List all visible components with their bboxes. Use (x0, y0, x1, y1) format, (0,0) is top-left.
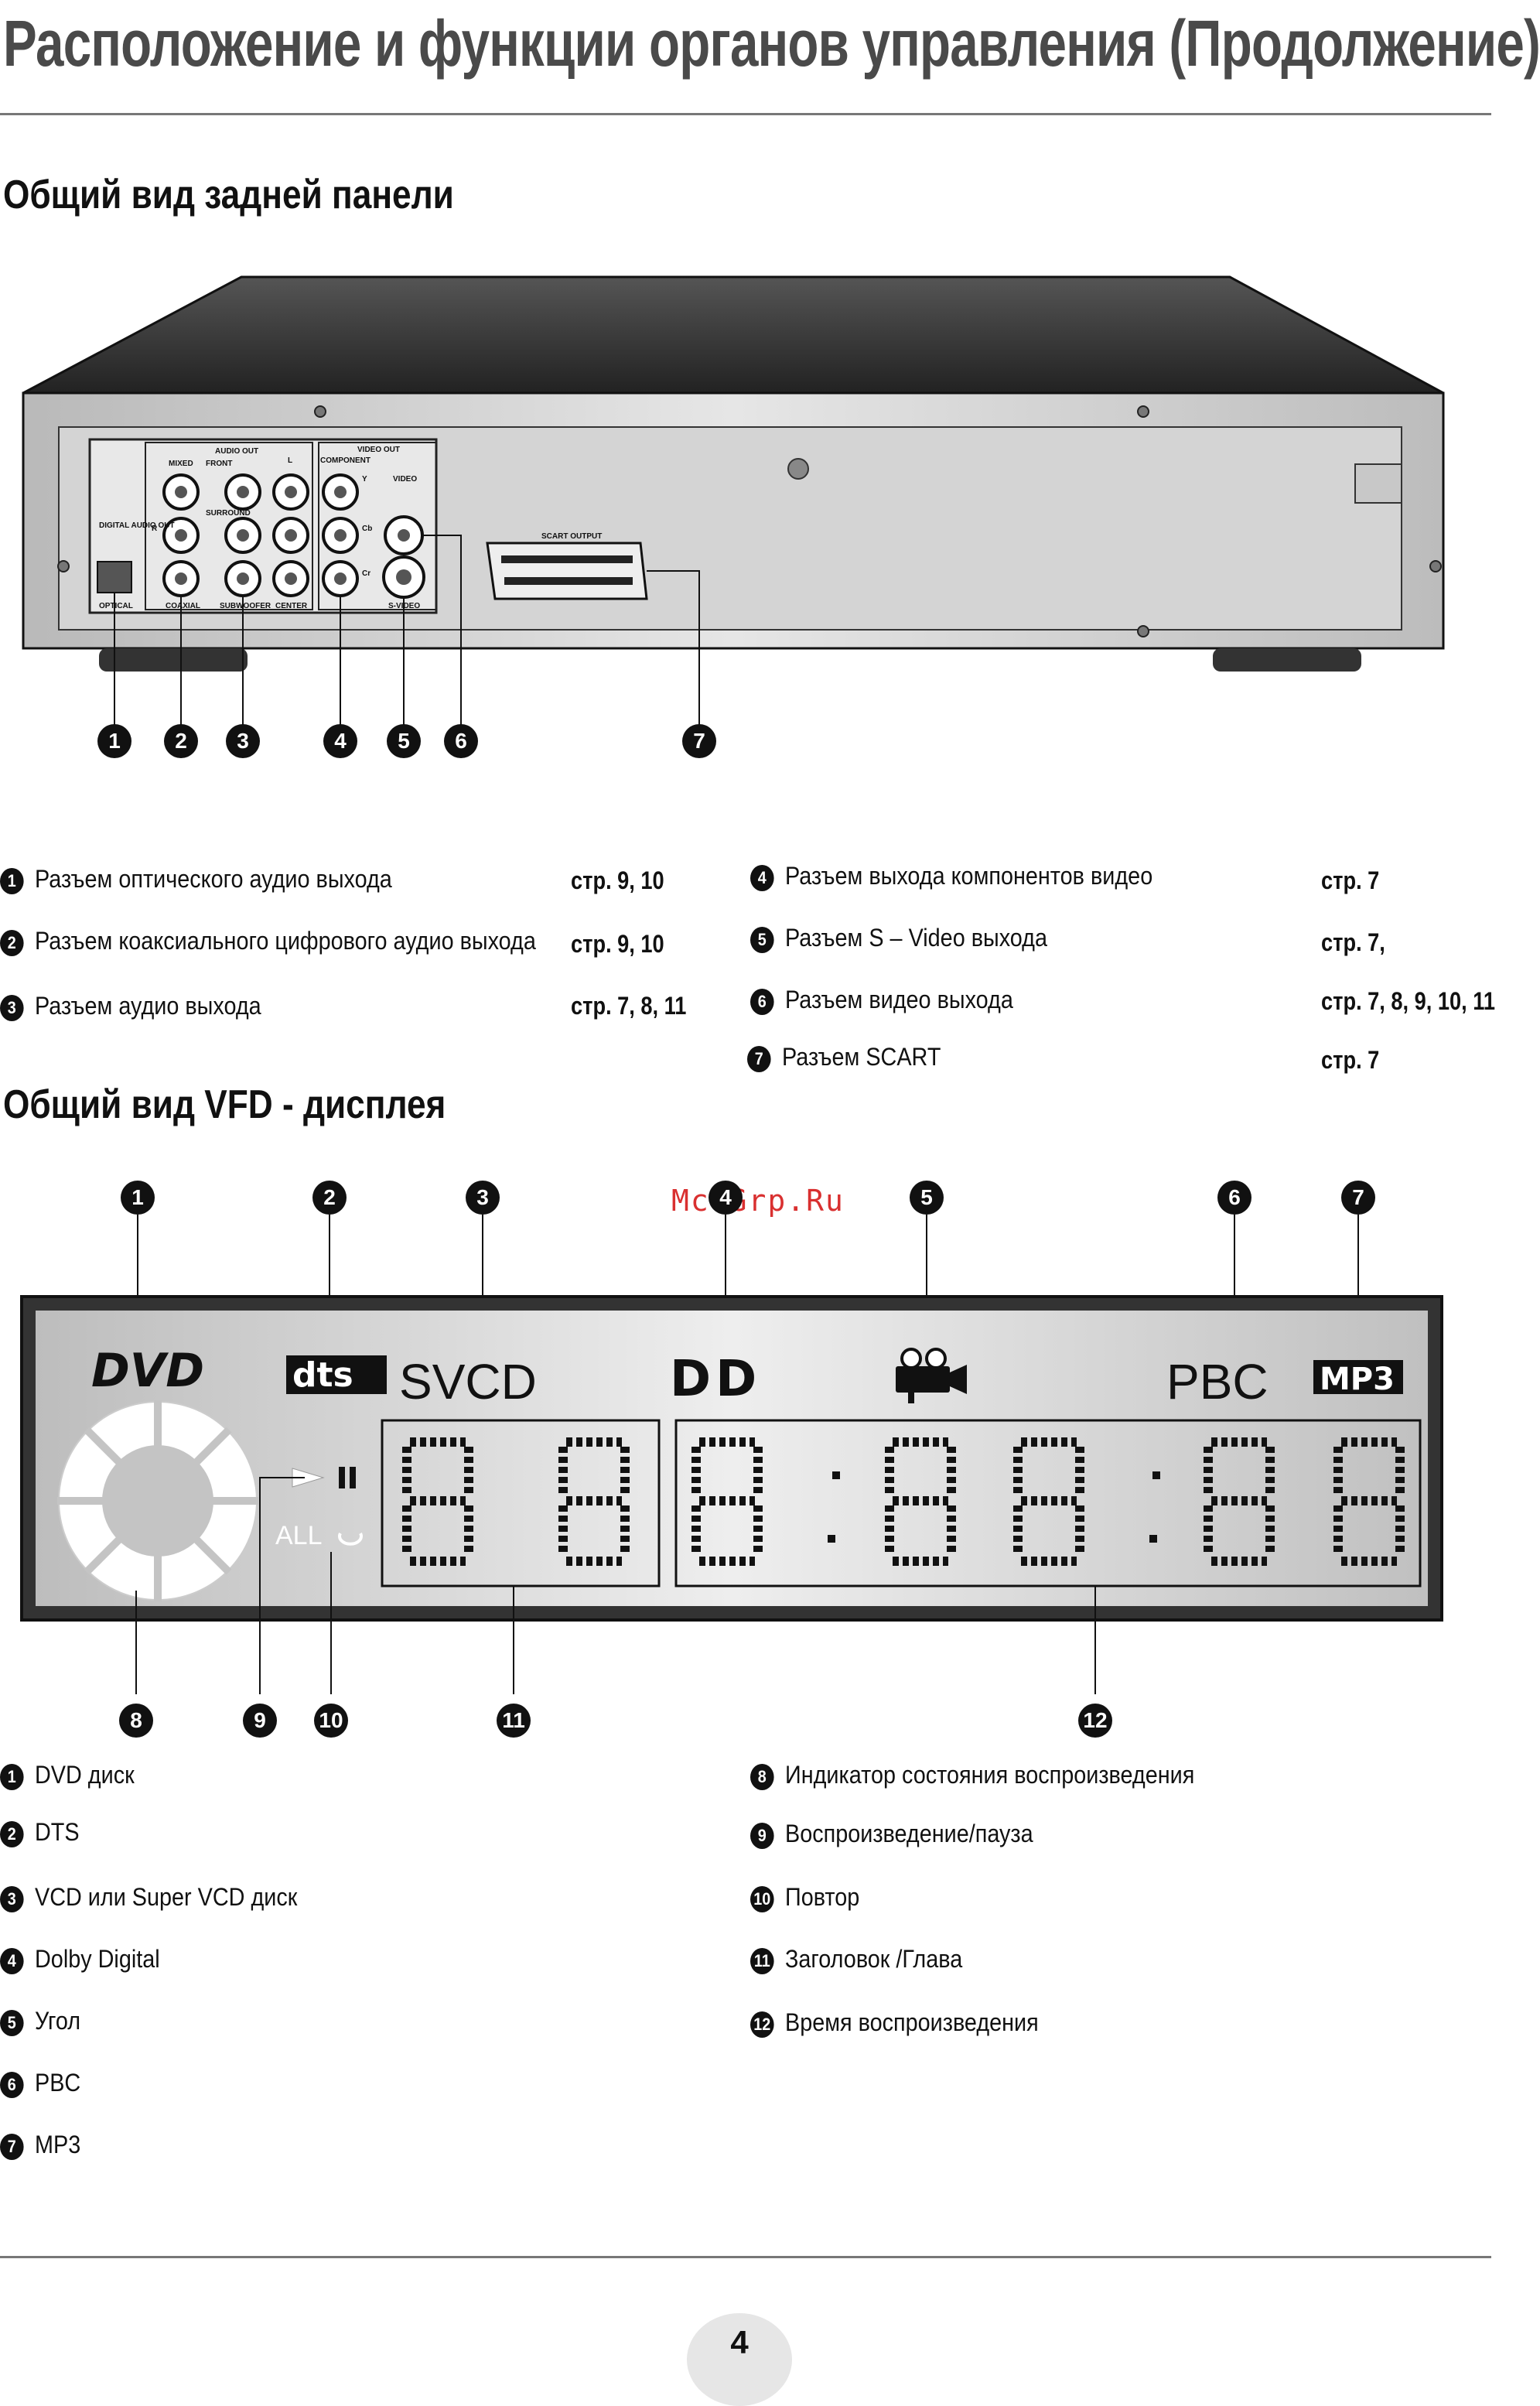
label-component: COMPONENT (320, 456, 370, 465)
vfd-callout-6: 6 (1217, 1181, 1251, 1215)
rear-callout-6: 6 (444, 724, 478, 758)
label-coaxial: COAXIAL (166, 602, 200, 610)
rear-callout-7: 7 (682, 724, 716, 758)
rear-panel-heading: Общий вид задней панели (3, 173, 454, 217)
label-y: Y (362, 475, 367, 484)
vfd-callout-5: 5 (910, 1181, 944, 1215)
dolby-indicator: DD (670, 1351, 761, 1408)
label-digital-audio-out: DIGITAL AUDIO OUT (99, 521, 175, 530)
label-video-out: VIDEO OUT (357, 446, 400, 454)
all-repeat-indicator: ALL (275, 1521, 323, 1550)
label-l: L (288, 456, 292, 465)
label-r: R (152, 525, 158, 533)
vfd-callout-1: 1 (121, 1181, 155, 1215)
rear-callout-5: 5 (387, 724, 421, 758)
rear-callout-3: 3 (226, 724, 260, 758)
label-front: FRONT (206, 460, 232, 468)
label-center: CENTER (275, 602, 308, 610)
mp3-indicator: MP3 (1320, 1362, 1395, 1397)
label-audio-out: AUDIO OUT (215, 447, 258, 456)
page-number: 4 (730, 2324, 749, 2360)
rear-item-3-page: стр. 7, 8, 11 (571, 992, 687, 1020)
rear-callout-2: 2 (164, 724, 198, 758)
bottom-rule (0, 2256, 1491, 2258)
label-scart-output: SCART OUTPUT (541, 532, 602, 541)
vfd-display-illustration: DVD dts SVCD DD PBC MP3 ALL (20, 1215, 1443, 1694)
label-subwoofer: SUBWOOFER (220, 602, 271, 610)
label-cr: Cr (362, 569, 370, 578)
rear-callout-1: 1 (97, 724, 131, 758)
svcd-indicator: SVCD (399, 1354, 537, 1410)
vfd-callout-4: 4 (709, 1181, 743, 1215)
pbc-indicator: PBC (1166, 1354, 1269, 1410)
dts-indicator: dts (292, 1355, 353, 1395)
vfd-callout-3: 3 (466, 1181, 500, 1215)
label-video: VIDEO (393, 475, 417, 484)
watermark: Mc-Grp.Ru (671, 1184, 845, 1218)
vfd-heading: Общий вид VFD - дисплея (3, 1082, 446, 1127)
rear-item-4-page: стр. 7 (1321, 866, 1380, 894)
vfd-callout-11: 11 (497, 1704, 531, 1738)
dvd-indicator: DVD (91, 1344, 204, 1398)
repeat-icon (338, 1533, 363, 1546)
top-rule (0, 113, 1491, 115)
camera-angle-icon (896, 1348, 967, 1403)
rear-item-5-page: стр. 7, (1321, 928, 1385, 956)
rear-item-7-page: стр. 7 (1321, 1046, 1380, 1074)
page-title: Расположение и функции органов управлени… (3, 7, 1540, 80)
vfd-callout-2: 2 (312, 1181, 347, 1215)
rear-panel-illustration: DIGITAL AUDIO OUT OPTICAL COAXIAL AUDIO … (22, 275, 1445, 727)
label-optical: OPTICAL (99, 602, 133, 610)
label-surround: SURROUND (206, 509, 251, 518)
pause-icon (339, 1467, 356, 1488)
rear-callout-4: 4 (323, 724, 357, 758)
rear-item-2-page: стр. 9, 10 (571, 930, 664, 958)
vfd-callout-10: 10 (314, 1704, 348, 1738)
page-number-background (687, 2313, 792, 2406)
vfd-callout-7: 7 (1341, 1181, 1375, 1215)
vfd-callout-8: 8 (119, 1704, 153, 1738)
label-cb: Cb (362, 525, 372, 533)
label-mixed: MIXED (169, 460, 193, 468)
vfd-callout-9: 9 (243, 1704, 277, 1738)
rear-item-6-page: стр. 7, 8, 9, 10, 11 (1321, 987, 1496, 1015)
rear-item-1-page: стр. 9, 10 (571, 866, 664, 894)
vfd-callout-12: 12 (1078, 1704, 1112, 1738)
